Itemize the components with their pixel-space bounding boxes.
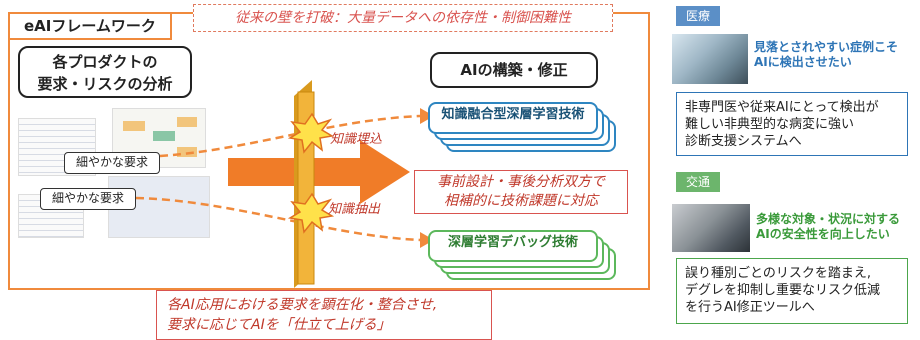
diagram-block xyxy=(177,117,197,127)
transport-tag: 交通 xyxy=(676,172,720,192)
detailed-requirement-label-1: 細やかな要求 xyxy=(64,152,160,174)
transport-headline: 多様な対象・状況に対する AIの安全性を向上したい xyxy=(756,212,920,242)
burst-extract xyxy=(287,192,335,234)
diagram-block xyxy=(123,121,145,131)
extract-dashed-arrow xyxy=(135,196,421,242)
medical-description-line2: 難しい非典型的な病変に強い xyxy=(685,117,855,132)
diagram-block xyxy=(177,147,197,157)
transport-photo xyxy=(672,204,750,252)
tech-card-debugging: 深層学習デバッグ技術 xyxy=(428,230,598,262)
knowledge-extract-label: 知識抽出 xyxy=(328,202,381,217)
diagram-block xyxy=(153,131,175,141)
tailoring-note-line1: 各AI応用における要求を顕在化・整合させ, xyxy=(167,297,438,313)
transport-headline-line2: AIの安全性を向上したい xyxy=(756,227,890,241)
transport-description-line2: デグレを抑制し重要なリスク低減 xyxy=(685,283,881,298)
main-flow-arrow xyxy=(228,140,410,204)
tech-debugging-label: 深層学習デバッグ技術 xyxy=(447,235,578,250)
transport-description-box: 誤り種別ごとのリスクを踏まえ, デグレを抑制し重要なリスク低減 を行うAI修正ツ… xyxy=(676,258,908,324)
transport-headline-line1: 多様な対象・状況に対する xyxy=(756,212,901,226)
analysis-title-line1: 各プロダクトの xyxy=(52,53,158,71)
medical-headline: 見落とされやすい症例こそ AIに検出させたい xyxy=(754,40,920,70)
medical-headline-line1: 見落とされやすい症例こそ xyxy=(754,40,899,54)
analysis-title-box: 各プロダクトの 要求・リスクの分析 xyxy=(18,46,192,98)
tech-knowledge-fusion-label: 知識融合型深層学習技術 xyxy=(441,107,585,122)
complementary-note-line2: 相補的に技術課題に対応 xyxy=(444,193,598,209)
medical-description-line1: 非専門医や従来AIにとって検出が xyxy=(685,100,879,115)
analysis-title-line2: 要求・リスクの分析 xyxy=(37,75,173,93)
data-table-image xyxy=(108,176,210,238)
detailed-requirement-label-2: 細やかな要求 xyxy=(40,188,136,210)
knowledge-embed-label: 知識埋込 xyxy=(330,132,383,147)
medical-photo xyxy=(672,34,748,84)
embed-dashed-arrow xyxy=(159,114,421,158)
burst-embed xyxy=(287,112,335,154)
medical-description-box: 非専門医や従来AIにとって検出が 難しい非典型的な病変に強い 診断支援システムへ xyxy=(676,92,908,156)
medical-headline-line2: AIに検出させたい xyxy=(754,55,852,69)
framework-title: eAIフレームワーク xyxy=(8,12,172,40)
medical-description-line3: 診断支援システムへ xyxy=(685,134,802,149)
medical-tag: 医療 xyxy=(676,6,720,26)
ai-build-title: AIの構築・修正 xyxy=(430,52,598,88)
extract-arrow-head xyxy=(420,232,434,248)
complementary-note-line1: 事前設計・事後分析双方で xyxy=(437,174,605,190)
transport-description-line3: を行うAI修正ツールへ xyxy=(685,300,815,315)
top-banner: 従来の壁を打破：大量データへの依存性・制御困難性 xyxy=(193,4,613,32)
tailoring-note: 各AI応用における要求を顕在化・整合させ, 要求に応じてAIを「仕立て上げる」 xyxy=(156,290,492,340)
embed-arrow-head xyxy=(420,108,434,124)
complementary-note: 事前設計・事後分析双方で 相補的に技術課題に対応 xyxy=(414,170,628,214)
tailoring-note-line2: 要求に応じてAIを「仕立て上げる」 xyxy=(167,317,391,333)
transport-description-line1: 誤り種別ごとのリスクを踏まえ, xyxy=(685,266,872,281)
tech-card-knowledge-fusion: 知識融合型深層学習技術 xyxy=(428,102,598,134)
